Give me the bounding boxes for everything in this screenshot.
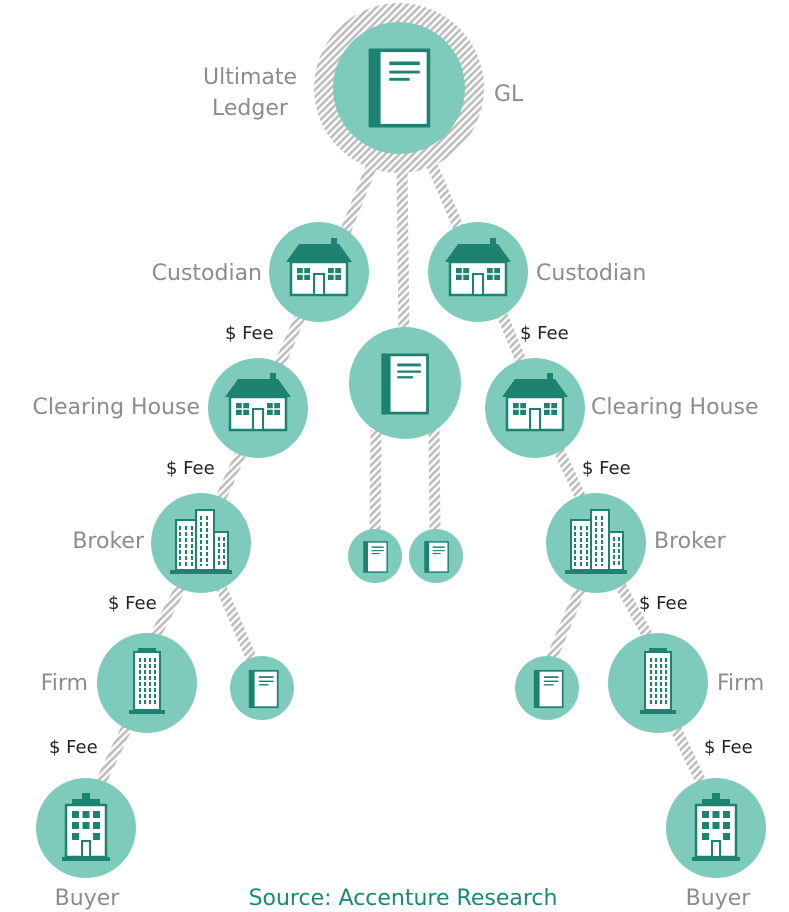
small-ledger-right-node [409, 529, 463, 583]
ultimate-ledger-label-line2: Ledger [212, 96, 289, 121]
buyer-left-label: Buyer [55, 886, 121, 911]
broker-right-node [546, 493, 646, 593]
ledger-book-icon [381, 353, 429, 415]
fee-custodian-left: $ Fee [225, 323, 274, 344]
fee-broker-right: $ Fee [639, 593, 688, 614]
connector-firm-buyer-right [669, 722, 710, 793]
tower-building-icon [639, 647, 677, 715]
custodian-left-node [269, 222, 369, 322]
custodian-right-node [428, 222, 528, 322]
fee-custodian-right: $ Fee [520, 323, 569, 344]
connector-firm-buyer-left [92, 722, 133, 793]
buyer-right-label: Buyer [686, 886, 752, 911]
firm-left-node [97, 633, 197, 733]
connector-broker-firm-right [615, 582, 655, 643]
firm-right-label: Firm [717, 671, 764, 696]
clearing-left-node [208, 358, 308, 458]
ledger-book-icon [248, 669, 279, 709]
clearing-house-right-label: Clearing House [591, 395, 759, 420]
ledger-book-icon [533, 669, 564, 709]
gl-label: GL [494, 82, 524, 107]
source-caption: Source: Accenture Research [249, 886, 558, 911]
broker-left-node [151, 493, 251, 593]
firm-right-node [608, 633, 708, 733]
connectors [92, 162, 710, 793]
fee-firm-left: $ Fee [49, 737, 98, 758]
buyer-right-node [666, 778, 766, 878]
connector-broker-ledger-left [214, 582, 258, 663]
buyer-left-node [36, 778, 136, 878]
connector-gl-center-ledger [396, 169, 410, 336]
fee-firm-right: $ Fee [704, 737, 753, 758]
firm-left-label: Firm [41, 671, 88, 696]
connector-broker-ledger-right [545, 582, 588, 663]
fee-broker-left: $ Fee [108, 593, 157, 614]
custodian-left-label: Custodian [152, 261, 262, 286]
fee-clearing-left: $ Fee [166, 458, 215, 479]
ledger-book-icon [368, 48, 431, 128]
ledger-book-icon [424, 541, 449, 573]
ultimate-ledger-label-line1: Ultimate [203, 65, 297, 90]
connector-broker-firm-left [148, 582, 187, 643]
tower-building-icon [128, 647, 166, 715]
clearing-right-node [485, 358, 585, 458]
clearing-house-left-label: Clearing House [33, 395, 201, 420]
ledger-book-icon [363, 541, 388, 573]
connector-center-small-right [428, 429, 441, 531]
side-ledger-right-node [515, 656, 579, 720]
custodian-right-label: Custodian [536, 261, 646, 286]
side-ledger-left-node [230, 656, 294, 720]
gl-node [314, 3, 484, 173]
fee-clearing-right: $ Fee [582, 458, 631, 479]
center-ledger-node [349, 327, 461, 439]
connector-clearing-broker-right [550, 439, 587, 503]
connector-center-small-left [369, 429, 382, 531]
broker-left-label: Broker [72, 529, 145, 554]
broker-right-label: Broker [654, 529, 727, 554]
small-ledger-left-node [348, 529, 402, 583]
